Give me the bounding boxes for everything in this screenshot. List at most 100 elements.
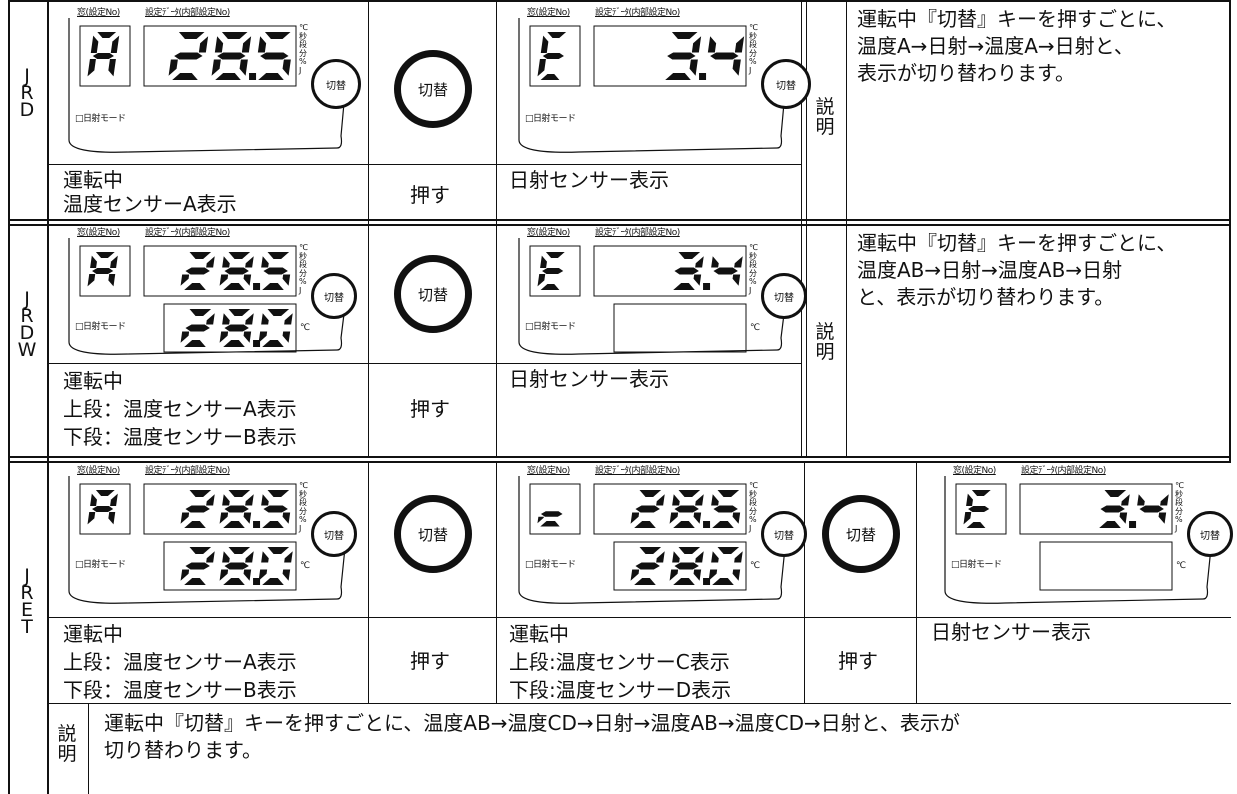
display-panel-jrdw-temp: 窓(設定No)設定ﾃﾞｰﾀ(内部設定No)℃ 秒 段 分 % J℃□日射モード切… bbox=[67, 228, 367, 362]
window-char-digit bbox=[537, 511, 563, 527]
jrdw-push-label: 押す bbox=[410, 397, 450, 421]
jret-caption-solar: 日射センサー表示 bbox=[931, 620, 1091, 644]
upper-value-decimal-point bbox=[703, 283, 711, 290]
panel-header-window: 窓(設定No) bbox=[77, 228, 120, 238]
panel-header-window: 窓(設定No) bbox=[77, 8, 120, 18]
upper-value-digit bbox=[711, 490, 741, 528]
display-panel-jret-solar: 窓(設定No)設定ﾃﾞｰﾀ(内部設定No)℃ 秒 段 分 % J℃□日射モード切… bbox=[943, 466, 1233, 611]
units-vertical: ℃ 秒 段 分 % J bbox=[749, 243, 758, 295]
lower-value-decimal-point bbox=[253, 340, 261, 347]
panel-frame bbox=[68, 476, 348, 604]
panel-switch-key[interactable]: 切替 bbox=[311, 511, 357, 557]
jret-push-label-1: 押す bbox=[410, 649, 450, 673]
upper-value-decimal-point bbox=[253, 283, 261, 290]
jret-explain-label: 説 明 bbox=[57, 723, 77, 765]
lower-value-box bbox=[1039, 541, 1173, 591]
upper-value-digit bbox=[711, 256, 743, 286]
panel-header-window: 窓(設定No) bbox=[77, 466, 120, 476]
jrd-explain-label: 説 明 bbox=[815, 96, 835, 138]
solar-mode-label: □日射モード bbox=[525, 322, 576, 332]
model-label-jrd: J R D bbox=[19, 65, 35, 121]
panel-switch-key[interactable]: 切替 bbox=[761, 59, 811, 109]
window-char-box bbox=[529, 245, 581, 297]
display-panel-jrd-temp: 窓(設定No) 設定ﾃﾞｰﾀ(内部設定No) ℃ 秒 段 分 % J □日射モード 切替 bbox=[67, 8, 367, 160]
window-char-box bbox=[79, 483, 131, 535]
lower-value-digit bbox=[219, 309, 254, 347]
upper-value-digit bbox=[665, 32, 702, 80]
upper-value-decimal-point bbox=[699, 73, 707, 80]
upper-value-digit bbox=[261, 252, 291, 290]
upper-value-digit bbox=[673, 252, 704, 290]
panel-header-data: 設定ﾃﾞｰﾀ(内部設定No) bbox=[145, 8, 230, 18]
upper-value-digit bbox=[211, 32, 252, 80]
window-char-digit bbox=[963, 490, 991, 528]
lower-value-digit bbox=[669, 547, 704, 585]
window-char-digit bbox=[537, 32, 567, 80]
panel-frame bbox=[68, 238, 348, 355]
panel-header-data: 設定ﾃﾞｰﾀ(内部設定No) bbox=[595, 8, 680, 18]
units-vertical: ℃ 秒 段 分 % J bbox=[1175, 481, 1184, 533]
solar-mode-label: □日射モード bbox=[525, 560, 576, 570]
lower-value-decimal-point bbox=[253, 578, 261, 585]
panel-header-data: 設定ﾃﾞｰﾀ(内部設定No) bbox=[595, 466, 680, 476]
jret-description: 運転中『切替』キーを押すごとに、温度AB→温度CD→日射→温度AB→温度CD→日… bbox=[104, 711, 960, 762]
upper-value-digit bbox=[1099, 490, 1130, 528]
window-char-digit bbox=[537, 252, 565, 290]
jrd-right-caption: 日射センサー表示 bbox=[509, 168, 669, 192]
upper-value-digit bbox=[1137, 494, 1169, 524]
lower-value-digit bbox=[180, 547, 215, 585]
upper-value-box bbox=[593, 25, 747, 87]
jret-caption-cd: 運転中 上段:温度センサーC表示 下段:温度センサーD表示 bbox=[509, 622, 732, 702]
units-vertical: ℃ 秒 段 分 % J bbox=[299, 23, 308, 75]
panel-switch-key[interactable]: 切替 bbox=[311, 59, 361, 109]
upper-value-decimal-point bbox=[703, 521, 711, 528]
window-char-digit bbox=[87, 252, 118, 287]
switch-button-jrdw[interactable]: 切替 bbox=[394, 255, 472, 333]
display-panel-jrdw-solar: 窓(設定No)設定ﾃﾞｰﾀ(内部設定No)℃ 秒 段 分 % J℃□日射モード切… bbox=[517, 228, 807, 362]
window-char-box bbox=[79, 25, 131, 87]
solar-mode-label: □日射モード bbox=[525, 114, 576, 124]
display-panel-jrd-solar: 窓(設定No) 設定ﾃﾞｰﾀ(内部設定No) ℃ 秒 段 分 % J □日射モード 切替 bbox=[517, 8, 811, 160]
lower-value-box bbox=[613, 541, 747, 591]
jret-caption-ab: 運転中 上段：温度センサーA表示 下段：温度センサーB表示 bbox=[63, 622, 297, 702]
panel-header-data: 設定ﾃﾞｰﾀ(内部設定No) bbox=[145, 228, 230, 238]
lower-value-digit bbox=[219, 547, 254, 585]
display-panel-jret-cd: 窓(設定No)設定ﾃﾞｰﾀ(内部設定No)℃ 秒 段 分 % J℃□日射モード切… bbox=[517, 466, 807, 611]
switch-button-jret-2[interactable]: 切替 bbox=[822, 495, 900, 573]
switch-button-jrd[interactable]: 切替 bbox=[394, 50, 472, 128]
jrdw-right-caption: 日射センサー表示 bbox=[509, 367, 669, 391]
switch-button-jret-1[interactable]: 切替 bbox=[394, 495, 472, 573]
panel-switch-key[interactable]: 切替 bbox=[311, 273, 357, 319]
unit-celsius: ℃ bbox=[300, 561, 310, 571]
panel-switch-key[interactable]: 切替 bbox=[1187, 511, 1233, 557]
unit-celsius: ℃ bbox=[300, 323, 310, 333]
panel-header-window: 窓(設定No) bbox=[527, 8, 570, 18]
solar-mode-label: □日射モード bbox=[75, 322, 126, 332]
upper-value-decimal-point bbox=[249, 73, 257, 80]
upper-value-digit bbox=[168, 32, 209, 80]
upper-value-digit bbox=[261, 490, 291, 528]
unit-celsius: ℃ bbox=[750, 561, 760, 571]
model-label-jrdw: J R D W bbox=[17, 288, 37, 361]
units-vertical: ℃ 秒 段 分 % J bbox=[749, 481, 758, 533]
upper-value-digit bbox=[180, 490, 215, 528]
panel-frame bbox=[518, 18, 788, 153]
upper-value-digit bbox=[707, 36, 745, 76]
panel-frame bbox=[68, 18, 348, 153]
panel-switch-key[interactable]: 切替 bbox=[761, 511, 807, 557]
model-label-jret: J R E T bbox=[20, 565, 34, 638]
panel-header-window: 窓(設定No) bbox=[527, 228, 570, 238]
lower-value-digit bbox=[258, 547, 293, 585]
unit-celsius: ℃ bbox=[750, 323, 760, 333]
upper-value-decimal-point bbox=[1129, 521, 1137, 528]
upper-value-box bbox=[593, 245, 747, 297]
panel-frame bbox=[518, 238, 788, 355]
upper-value-digit bbox=[257, 32, 291, 80]
upper-value-box bbox=[1019, 483, 1173, 535]
jrdw-description: 運転中『切替』キーを押すごとに、 温度AB→日射→温度AB→日射 と、表示が切り… bbox=[857, 231, 1177, 309]
panel-switch-key[interactable]: 切替 bbox=[761, 273, 807, 319]
units-vertical: ℃ 秒 段 分 % J bbox=[749, 23, 758, 75]
units-vertical: ℃ 秒 段 分 % J bbox=[299, 481, 308, 533]
solar-mode-label: □日射モード bbox=[75, 114, 126, 124]
jrdw-left-caption: 運転中 上段：温度センサーA表示 下段：温度センサーB表示 bbox=[63, 369, 297, 449]
